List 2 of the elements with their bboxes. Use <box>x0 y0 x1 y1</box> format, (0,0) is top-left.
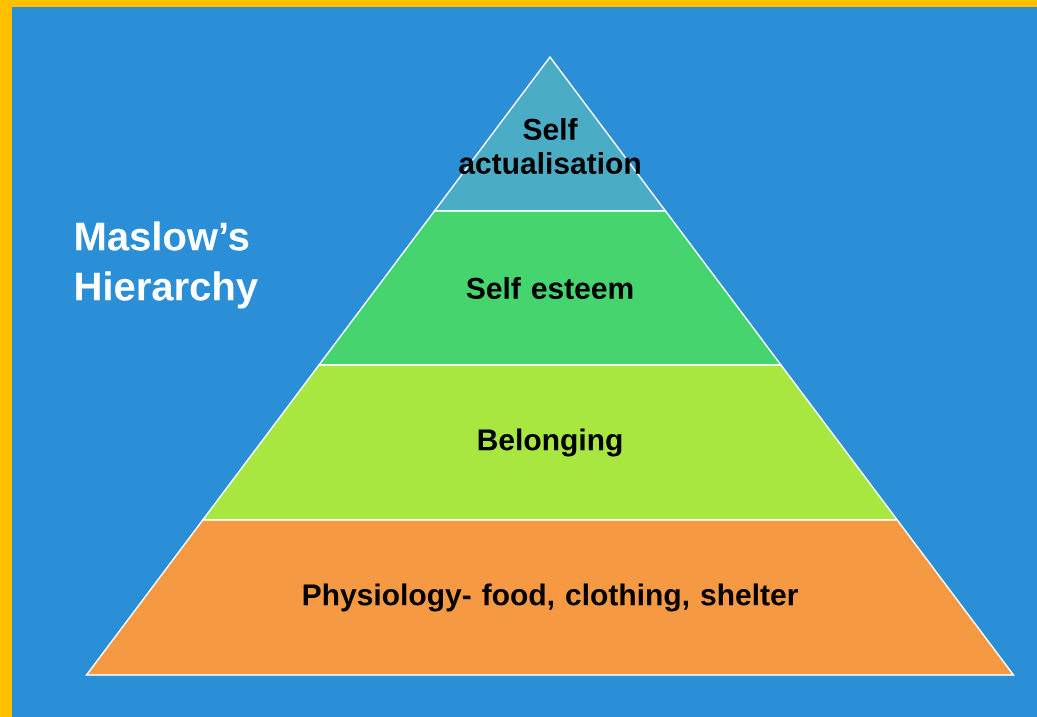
pyramid-level: Physiology- food, clothing, shelter <box>85 519 1015 676</box>
title: Maslow’s Hierarchy <box>76 221 258 309</box>
